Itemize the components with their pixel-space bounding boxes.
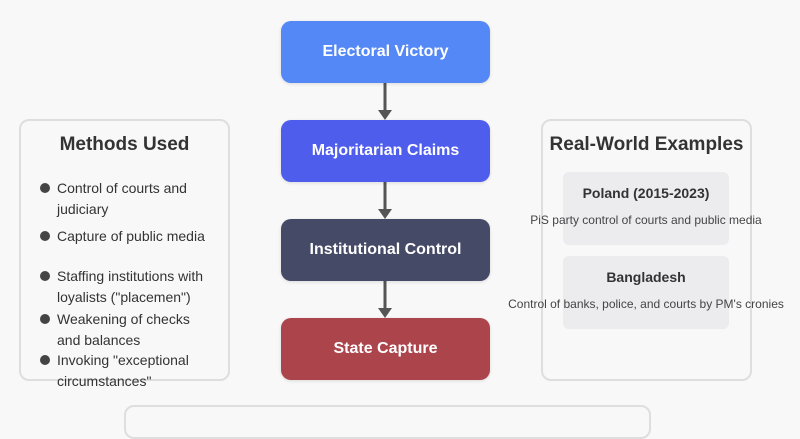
- method-item: Staffing institutions with loyalists ("p…: [40, 266, 217, 308]
- diagram: Electoral Victory Majoritarian Claims In…: [19, 21, 784, 439]
- method-item: Capture of public media: [40, 226, 217, 247]
- step-label: Majoritarian Claims: [311, 142, 460, 159]
- bullet-icon: [40, 231, 50, 241]
- method-text: Weakening of checks and balances: [57, 311, 190, 348]
- example-description: Control of banks, police, and courts by …: [508, 297, 784, 311]
- step-electoral-victory: Electoral Victory: [281, 21, 490, 83]
- step-majoritarian-claims: Majoritarian Claims: [281, 120, 490, 182]
- flow-arrows: [378, 83, 392, 318]
- example-name: Poland (2015-2023): [582, 185, 710, 201]
- bullet-icon: [40, 183, 50, 193]
- method-text: Staffing institutions with loyalists ("p…: [57, 268, 204, 305]
- method-item: Weakening of checks and balances: [40, 309, 217, 351]
- bullet-icon: [40, 271, 50, 281]
- example-description: PiS party control of courts and public m…: [530, 213, 762, 227]
- bullet-icon: [40, 314, 50, 324]
- step-label: Institutional Control: [309, 241, 462, 258]
- methods-panel: [19, 119, 230, 381]
- method-text: Capture of public media: [57, 228, 205, 244]
- step-institutional-control: Institutional Control: [281, 219, 490, 281]
- step-state-capture: State Capture: [281, 318, 490, 380]
- bullet-icon: [40, 355, 50, 365]
- step-label: Electoral Victory: [322, 43, 449, 60]
- arrowhead-3: [378, 308, 392, 318]
- examples-panel: [541, 119, 752, 381]
- example-name: Bangladesh: [606, 269, 686, 285]
- example-card-bangladesh: [563, 256, 729, 329]
- method-text: Invoking "exceptional circumstances": [57, 352, 189, 389]
- method-item: Control of courts and judiciary: [40, 178, 217, 220]
- examples-title: Real-World Examples: [549, 134, 744, 155]
- arrowhead-2: [378, 209, 392, 219]
- footer-panel: [124, 405, 651, 439]
- example-card-poland: [563, 172, 729, 245]
- step-label: State Capture: [333, 340, 438, 357]
- method-item: Invoking "exceptional circumstances": [40, 350, 217, 392]
- arrowhead-1: [378, 110, 392, 120]
- method-text: Control of courts and judiciary: [57, 180, 187, 217]
- methods-title: Methods Used: [59, 134, 190, 155]
